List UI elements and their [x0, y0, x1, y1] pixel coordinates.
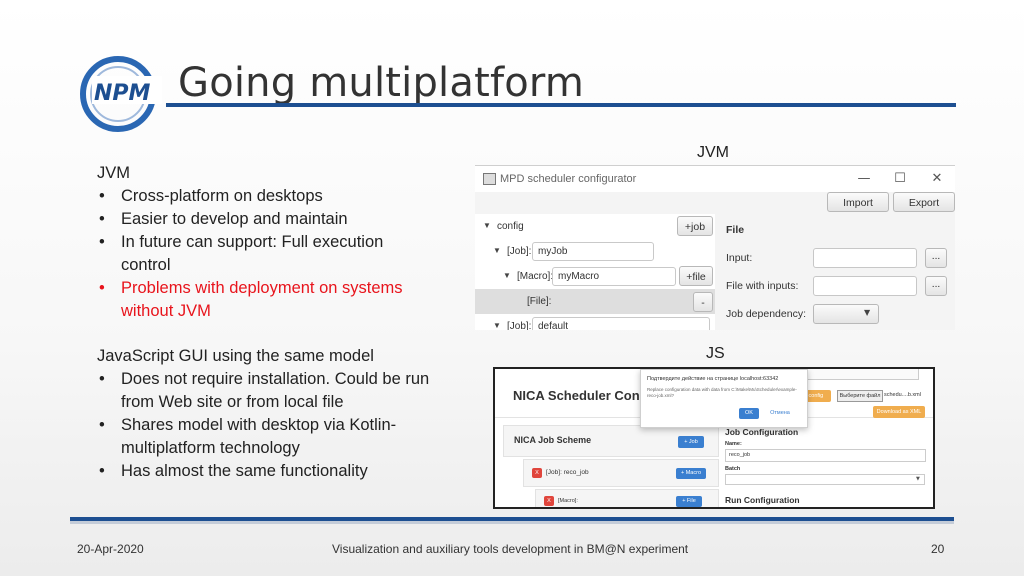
npm-logo: NPM: [78, 54, 164, 134]
chevron-down-icon: ▼: [864, 308, 871, 317]
job-configuration-panel: Job Configuration Name: reco_job Batch ▼…: [723, 425, 929, 507]
input-label: Input:: [726, 252, 753, 264]
panel-heading: File: [726, 224, 745, 236]
app-icon: [483, 173, 496, 185]
add-file-button[interactable]: +file: [679, 266, 713, 286]
macro-name-field[interactable]: myMacro: [552, 267, 676, 286]
footer-title: Visualization and auxiliary tools develo…: [332, 542, 689, 556]
input-field[interactable]: [813, 248, 917, 268]
dialog-cancel-button[interactable]: Отмена: [770, 410, 790, 416]
close-icon[interactable]: ✕: [931, 171, 943, 186]
expand-triangle-icon[interactable]: ▼: [483, 221, 491, 230]
tree-row-job[interactable]: ▼ [Job]: myJob: [475, 239, 715, 264]
job-config-title: Job Configuration: [725, 427, 799, 437]
expand-triangle-icon[interactable]: ▼: [493, 321, 501, 330]
js-bullet: Shares model with desktop via Kotlin-mul…: [97, 414, 431, 460]
remove-macro-button[interactable]: X: [544, 496, 554, 506]
import-button[interactable]: Import: [827, 192, 889, 212]
jvm-bullet: Easier to develop and maintain: [97, 208, 477, 231]
dialog-message: Replace configuration data with data fro…: [647, 387, 797, 398]
minimize-icon[interactable]: —: [857, 171, 871, 186]
title-underline: [166, 103, 956, 107]
js-bullet-list: Does not require installation. Could be …: [97, 368, 477, 483]
tree-row-job[interactable]: ▼ [Job]: default: [475, 314, 715, 330]
job-scheme-header: NICA Job Scheme + Job: [503, 425, 719, 457]
dialog-ok-button[interactable]: OK: [739, 408, 759, 419]
jvm-bullet: Cross-platform on desktops: [97, 185, 477, 208]
add-job-button[interactable]: + Job: [678, 436, 704, 448]
window-titlebar: MPD scheduler configurator — ☐ ✕: [475, 166, 955, 192]
js-bullet: Does not require installation. Could be …: [97, 368, 461, 414]
job-name-field[interactable]: default: [532, 317, 710, 330]
footer-date: 20-Apr-2020: [77, 542, 144, 556]
js-screenshot-label: JS: [706, 345, 725, 362]
download-xml-button[interactable]: Download as XML: [873, 406, 925, 418]
jvm-bullet-list: Cross-platform on desktops Easier to dev…: [97, 185, 477, 323]
job-item-label: [Job]: reco_job: [546, 469, 589, 476]
job-name-field[interactable]: myJob: [532, 242, 654, 261]
slide-number: 20: [931, 542, 945, 556]
config-tree: ▼ config +job ▼ [Job]: myJob ▼ [Macro]: …: [475, 214, 715, 330]
tree-label: [Macro]:: [517, 271, 554, 282]
chosen-file-name: schedu....b.xml: [884, 392, 921, 398]
jvm-screenshot-label: JVM: [697, 144, 729, 161]
footer-rule-shadow: [70, 521, 954, 524]
js-app-screenshot: NICA Scheduler Con Load config Выберите …: [493, 367, 935, 509]
footer-rule: [70, 517, 954, 521]
maximize-icon[interactable]: ☐: [894, 171, 906, 186]
macro-item-label: [Macro]:: [558, 498, 578, 504]
choose-file-button[interactable]: Выберите файл: [837, 390, 883, 402]
add-macro-button[interactable]: + Macro: [676, 468, 706, 479]
js-section: JavaScript GUI using the same model Does…: [97, 345, 477, 483]
file-with-inputs-label: File with inputs:: [726, 280, 799, 292]
browse-input-button[interactable]: ...: [925, 248, 947, 268]
name-label: Name:: [725, 441, 742, 447]
window-title: MPD scheduler configurator: [500, 173, 637, 185]
add-file-button[interactable]: + File: [676, 496, 702, 507]
export-button[interactable]: Export: [893, 192, 955, 212]
toolbar: Import Export: [475, 192, 955, 214]
confirm-dialog: Подтвердите действие на странице localho…: [640, 369, 808, 428]
app-title: NICA Scheduler Con: [513, 388, 640, 403]
tree-label: [Job]:: [507, 246, 532, 257]
job-scheme-title: NICA Job Scheme: [514, 435, 592, 445]
job-dependency-select[interactable]: ▼: [813, 304, 879, 324]
job-scheme-panel: NICA Job Scheme + Job X [Job]: reco_job …: [503, 425, 719, 507]
browse-file-with-inputs-button[interactable]: ...: [925, 276, 947, 296]
tab-strip: [805, 369, 919, 380]
chevron-down-icon: ▼: [916, 476, 920, 482]
file-with-inputs-field[interactable]: [813, 276, 917, 296]
expand-triangle-icon[interactable]: ▼: [503, 271, 511, 280]
remove-job-button[interactable]: X: [532, 468, 542, 478]
remove-file-button[interactable]: -: [693, 292, 713, 312]
expand-triangle-icon[interactable]: ▼: [493, 246, 501, 255]
slide-title: Going multiplatform: [178, 60, 585, 106]
macro-item: X [Macro]: + File: [535, 489, 719, 507]
logo-text: NPM: [94, 81, 151, 106]
jvm-bullet-problem: Problems with deployment on systems with…: [97, 277, 441, 323]
job-name-input[interactable]: reco_job: [725, 449, 926, 462]
batch-select[interactable]: ▼: [725, 474, 925, 485]
run-config-title: Run Configuration: [725, 495, 800, 505]
jvm-app-screenshot: MPD scheduler configurator — ☐ ✕ Import …: [475, 165, 955, 330]
jvm-heading: JVM: [97, 164, 130, 182]
tree-row-file-selected[interactable]: [File]: -: [475, 289, 715, 314]
dialog-title: Подтвердите действие на странице localho…: [647, 376, 779, 382]
js-bullet: Has almost the same functionality: [97, 460, 477, 483]
js-heading: JavaScript GUI using the same model: [97, 347, 374, 365]
batch-label: Batch: [725, 466, 741, 472]
tree-row-config[interactable]: ▼ config +job: [475, 214, 715, 239]
add-job-button[interactable]: +job: [677, 216, 713, 236]
tree-label: [Job]:: [507, 321, 532, 330]
job-dependency-label: Job dependency:: [726, 308, 806, 320]
jvm-bullet: In future can support: Full execution co…: [97, 231, 421, 277]
tree-label: config: [497, 221, 524, 232]
tree-row-macro[interactable]: ▼ [Macro]: myMacro +file: [475, 264, 715, 289]
jvm-section: JVM Cross-platform on desktops Easier to…: [97, 162, 477, 323]
tree-label: [File]:: [527, 296, 552, 307]
job-item: X [Job]: reco_job + Macro: [523, 459, 719, 487]
file-properties-panel: File Input: ... File with inputs: ... Jo…: [718, 214, 955, 330]
